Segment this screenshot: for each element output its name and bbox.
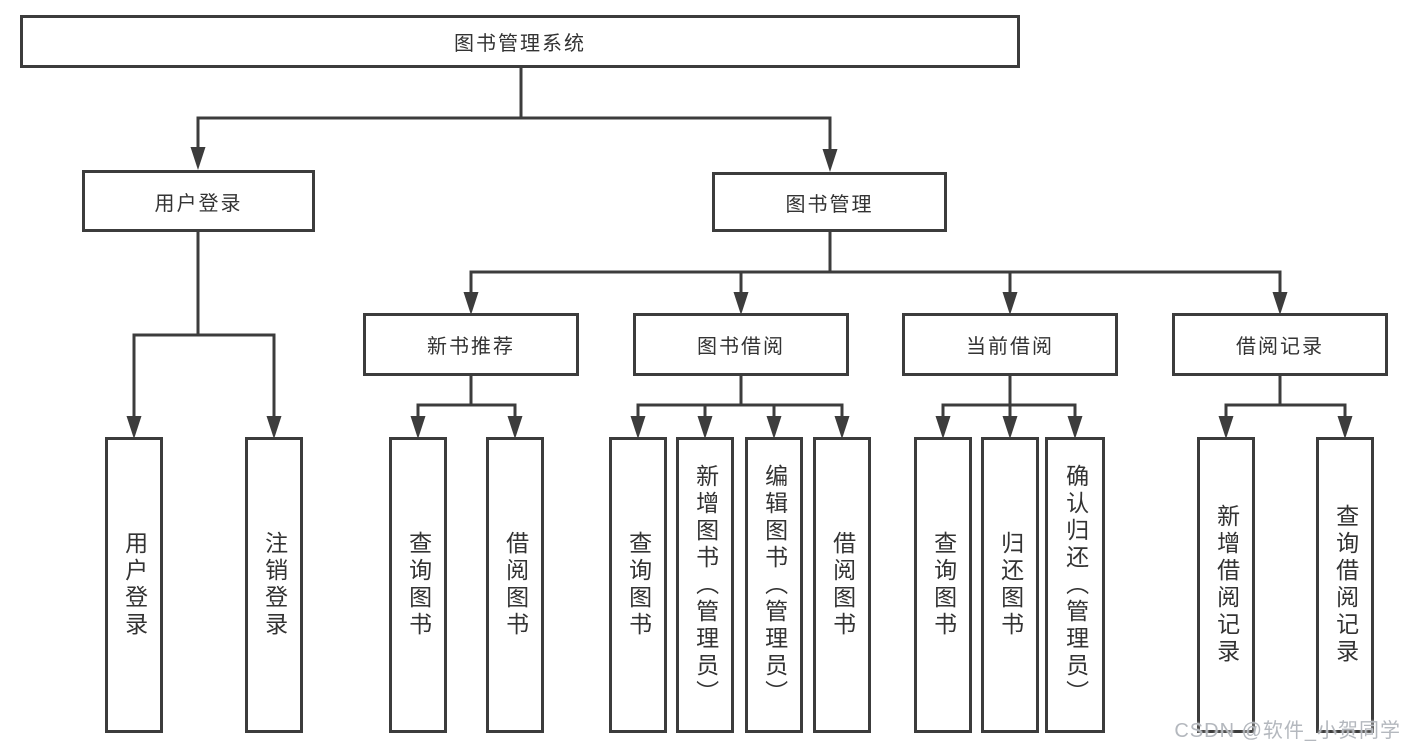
node-label: 注销登录 [261,531,288,639]
leaf-add-book-admin: 新增图书（管理员） [676,437,734,733]
node-current-borrow: 当前借阅 [902,313,1118,376]
leaf-query-books-current: 查询图书 [914,437,972,733]
node-label: 查询图书 [625,531,652,639]
leaf-logout: 注销登录 [245,437,303,733]
node-label: 新书推荐 [427,336,515,358]
connector-borrow-records [1224,373,1347,420]
leaf-edit-book-admin: 编辑图书（管理员） [745,437,803,733]
connector-book-borrow [636,373,844,420]
node-label: 图书管理系统 [454,33,586,55]
node-new-book-recommend: 新书推荐 [363,313,579,376]
node-label: 借阅图书 [502,531,529,639]
connector-current-borrow [941,373,1077,420]
node-label: 查询图书 [930,531,957,639]
node-label: 查询图书 [405,531,432,639]
node-label: 借阅图书 [829,531,856,639]
connector-root [196,65,832,154]
leaf-borrow-books-recommend: 借阅图书 [486,437,544,733]
csdn-watermark: CSDN @软件_小贺同学 [1174,720,1401,742]
node-label: 确认归还（管理员） [1062,463,1089,707]
node-book-borrow: 图书借阅 [633,313,849,376]
node-borrow-records: 借阅记录 [1172,313,1388,376]
leaf-query-borrow-record: 查询借阅记录 [1316,437,1374,733]
leaf-borrow-books: 借阅图书 [813,437,871,733]
connector-user-login [132,229,276,420]
node-label: 当前借阅 [966,336,1054,358]
node-label: 用户登录 [154,192,243,215]
node-label: 归还图书 [997,531,1024,639]
connector-book-management [469,229,1282,296]
node-label: 编辑图书（管理员） [761,463,788,707]
node-book-management: 图书管理 [712,172,947,232]
leaf-return-books: 归还图书 [981,437,1039,733]
node-label: 图书借阅 [697,336,785,358]
connector-new-book-recommend [416,373,517,420]
node-label: 查询借阅记录 [1332,504,1359,666]
node-label: 用户登录 [121,531,148,639]
node-label: 借阅记录 [1236,336,1324,358]
leaf-user-login: 用户登录 [105,437,163,733]
node-label: 图书管理 [785,193,874,216]
node-label: 新增图书（管理员） [692,463,719,707]
leaf-query-books-recommend: 查询图书 [389,437,447,733]
node-label: 新增借阅记录 [1213,504,1240,666]
leaf-add-borrow-record: 新增借阅记录 [1197,437,1255,733]
leaf-confirm-return-admin: 确认归还（管理员） [1045,437,1105,733]
arrowheads [126,147,1353,439]
node-user-login: 用户登录 [82,170,315,232]
leaf-query-books-borrow: 查询图书 [609,437,667,733]
node-root-library-system: 图书管理系统 [20,15,1020,68]
